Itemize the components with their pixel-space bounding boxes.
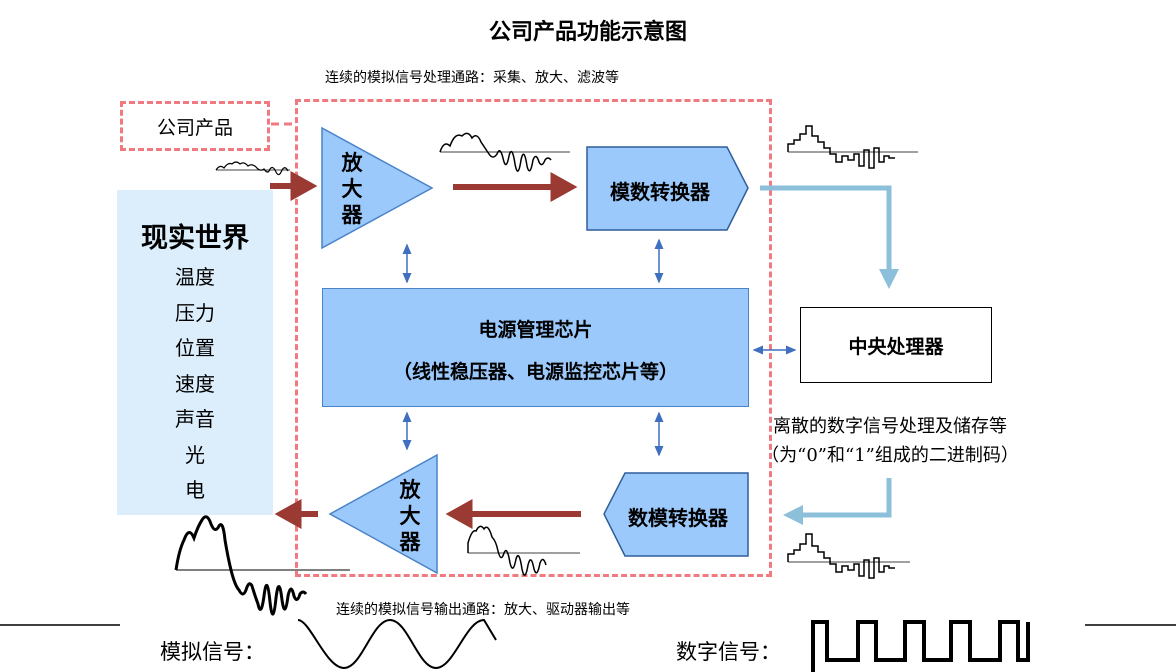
legend-analog-label: 模拟信号： xyxy=(160,640,265,664)
input-analog-waveform xyxy=(215,161,290,176)
real-world-title: 现实世界 xyxy=(141,223,249,254)
real-world-item: 光 xyxy=(185,442,205,467)
adc-block xyxy=(586,146,749,231)
arrow-adc-to-cpu xyxy=(760,185,899,290)
product-tag: 公司产品 xyxy=(120,101,270,151)
digital-note-line1: 离散的数字信号处理及储存等 xyxy=(773,416,1007,437)
power-chip-title: 电源管理芯片 xyxy=(478,319,593,341)
amp-char: 大 xyxy=(399,503,421,528)
arrow-cpu-to-dac xyxy=(782,478,892,525)
bottom-caption: 连续的模拟信号输出通路：放大、驱动器输出等 xyxy=(336,602,630,618)
real-world-item: 电 xyxy=(185,478,205,502)
legend-analog-wave xyxy=(297,618,497,670)
output-amplifier-label: 放 大 器 xyxy=(395,477,425,555)
real-world-item: 压力 xyxy=(175,300,215,325)
amp-char: 器 xyxy=(399,529,421,554)
amp-char: 器 xyxy=(341,202,363,227)
amp-char: 大 xyxy=(341,176,363,201)
amp-char: 放 xyxy=(341,150,363,175)
dac-label: 数模转换器 xyxy=(628,506,728,530)
product-boundary xyxy=(295,99,772,577)
output-amplifier xyxy=(328,453,438,575)
diagram-title: 公司产品功能示意图 xyxy=(488,20,687,45)
product-tag-label: 公司产品 xyxy=(156,116,233,139)
real-world-item: 速度 xyxy=(175,371,215,396)
amp-char: 放 xyxy=(399,477,421,502)
real-world-item: 位置 xyxy=(175,336,215,360)
power-chip-subtitle: （线性稳压器、电源监控芯片等） xyxy=(392,361,678,383)
adc-digital-waveform xyxy=(787,125,918,169)
real-world-item: 温度 xyxy=(175,265,215,289)
dac-block xyxy=(603,472,749,557)
top-caption: 连续的模拟信号处理通路：采集、放大、滤波等 xyxy=(325,70,619,86)
input-amplifier-label: 放 大 器 xyxy=(337,150,367,228)
real-world-list: 温度 压力 位置 速度 声音 光 电 xyxy=(117,260,273,509)
amplified-analog-waveform xyxy=(439,132,570,172)
legend-digital-label: 数字信号： xyxy=(676,640,781,664)
dac-analog-waveform xyxy=(467,525,580,576)
output-analog-waveform xyxy=(174,515,350,616)
real-world-item: 声音 xyxy=(175,407,215,431)
power-management-chip: 电源管理芯片 （线性稳压器、电源监控芯片等） xyxy=(322,288,749,407)
cpu-label: 中央处理器 xyxy=(848,335,944,358)
adc-label: 模数转换器 xyxy=(610,180,710,204)
input-amplifier xyxy=(321,126,434,250)
dac-digital-waveform xyxy=(787,533,910,579)
legend-digital-wave xyxy=(811,620,1030,672)
digital-note-line2: （为“0”和“1”组成的二进制码） xyxy=(761,445,1019,466)
cpu-block: 中央处理器 xyxy=(800,307,992,383)
real-world-box: 现实世界 温度 压力 位置 速度 声音 光 电 xyxy=(117,190,273,515)
